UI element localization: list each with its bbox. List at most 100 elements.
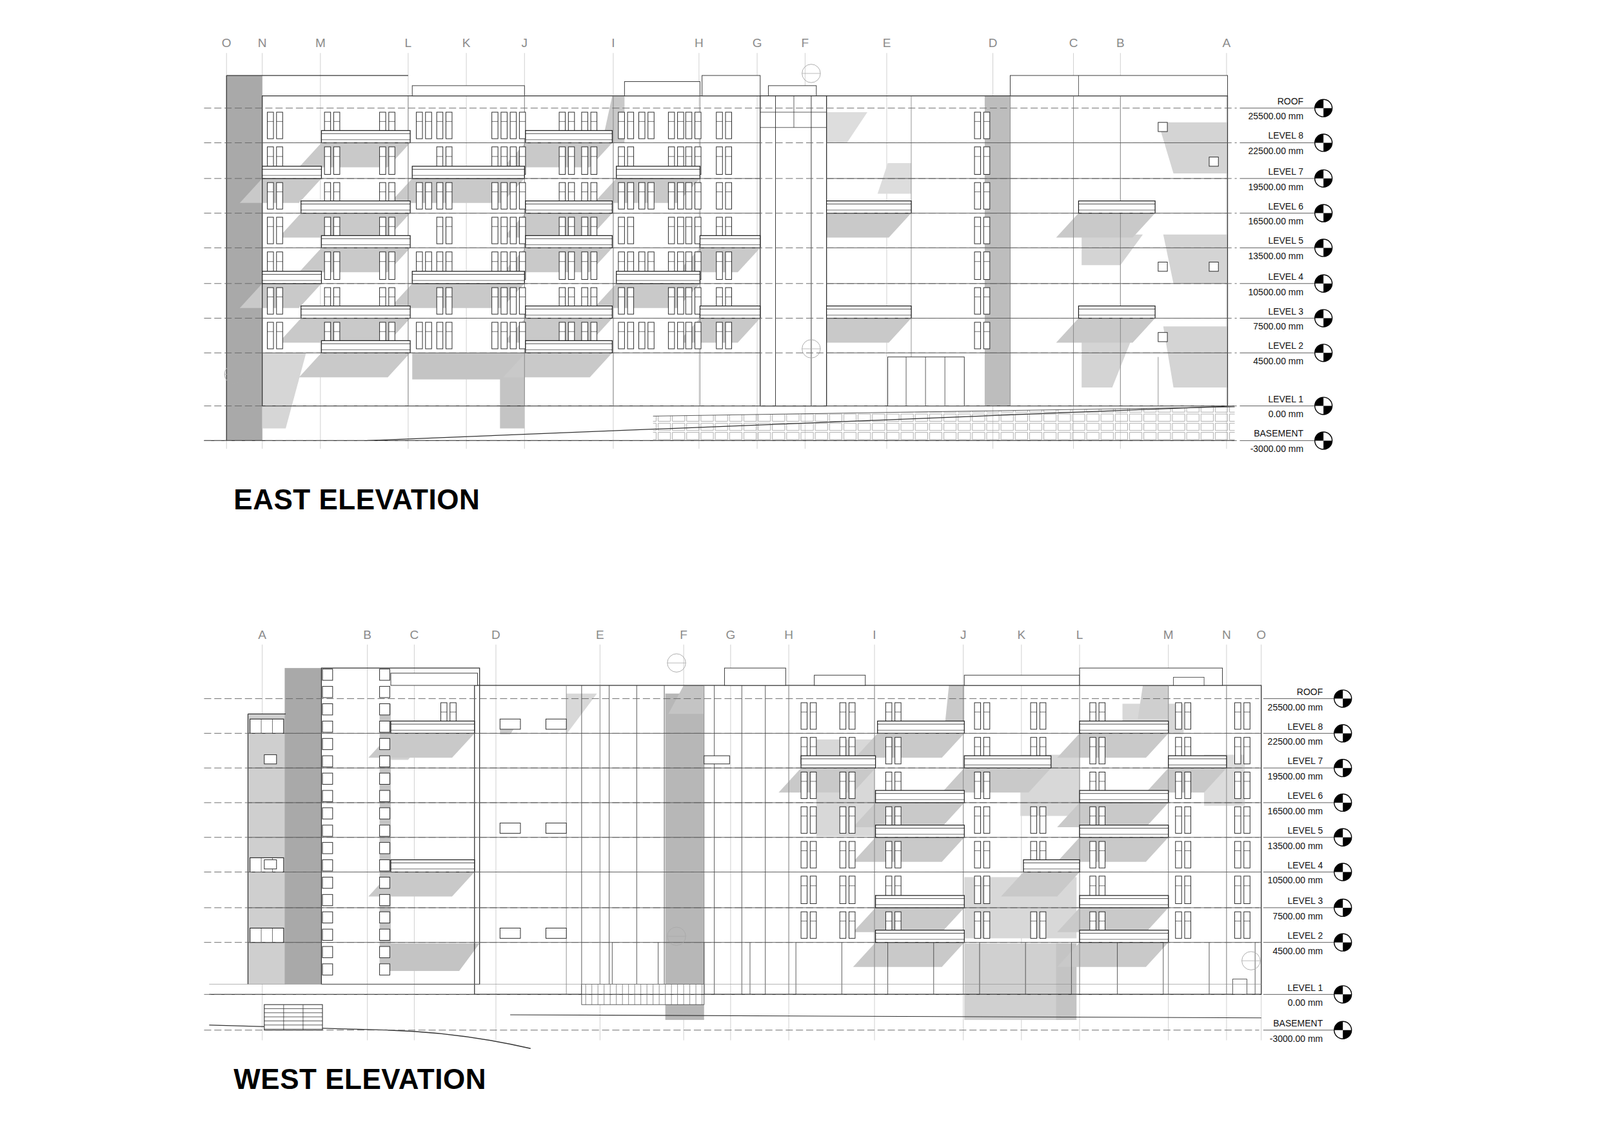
window-transom	[885, 711, 892, 713]
window	[322, 686, 333, 698]
window-transom	[1234, 780, 1241, 782]
window	[974, 771, 981, 799]
window-transom	[1030, 746, 1037, 748]
glazed-core	[760, 96, 827, 407]
window-transom	[695, 156, 702, 157]
level-marker	[1314, 204, 1324, 213]
window	[1234, 911, 1241, 939]
balcony	[699, 235, 760, 248]
window	[716, 322, 723, 349]
balcony-rail	[1023, 868, 1080, 870]
level-leader	[1239, 177, 1315, 179]
window-transom	[1089, 920, 1096, 922]
window	[1175, 771, 1182, 799]
window	[264, 755, 277, 765]
window	[1030, 806, 1037, 834]
grid-letter: O	[221, 36, 232, 50]
window	[1030, 911, 1037, 939]
window-transom	[695, 121, 702, 122]
grid-letter: J	[960, 628, 967, 642]
level-marker	[1334, 724, 1352, 743]
window-transom	[333, 331, 340, 333]
mullion	[764, 685, 766, 995]
level-marker	[1314, 169, 1333, 188]
window-transom	[425, 331, 432, 333]
balcony-rail	[826, 203, 912, 205]
window-transom	[627, 331, 634, 333]
window-transom	[677, 296, 684, 298]
balcony-rail	[616, 274, 701, 275]
mullion	[1071, 942, 1072, 996]
window	[639, 182, 645, 209]
window-transom	[1175, 746, 1182, 748]
window-transom	[983, 780, 990, 782]
window	[716, 147, 723, 175]
balcony-rail	[321, 133, 411, 135]
balcony	[250, 857, 284, 872]
window	[839, 702, 846, 730]
level-marker	[1334, 794, 1343, 803]
window-transom	[685, 191, 692, 193]
window	[1184, 911, 1191, 939]
window-transom	[1089, 885, 1096, 887]
window	[974, 147, 981, 175]
level-marker	[1323, 247, 1332, 257]
window-transom	[590, 156, 597, 157]
window	[800, 841, 807, 869]
balcony	[875, 930, 965, 943]
window-transom	[685, 156, 692, 157]
window-transom	[809, 711, 816, 713]
window	[983, 841, 990, 869]
level-line	[203, 802, 1259, 803]
window-transom	[590, 331, 597, 333]
entrance-glazing	[888, 357, 965, 407]
window-transom	[510, 261, 516, 262]
level-marker	[1342, 733, 1352, 742]
window	[839, 876, 846, 905]
window	[322, 669, 333, 681]
window-transom	[379, 296, 386, 298]
window	[510, 182, 516, 209]
window	[648, 322, 654, 349]
window	[1234, 876, 1241, 905]
window	[499, 719, 521, 730]
window	[695, 322, 702, 349]
window	[800, 911, 807, 939]
level-line	[203, 107, 1237, 109]
level-marker	[1342, 1030, 1352, 1039]
roof-structure	[390, 673, 478, 686]
balcony	[525, 340, 613, 353]
grid-letter: K	[1017, 628, 1027, 642]
window-transom	[725, 156, 732, 157]
window-transom	[895, 711, 901, 713]
level-line	[203, 212, 1237, 214]
window-transom	[974, 780, 981, 782]
window-transom	[1244, 746, 1250, 748]
window	[1244, 771, 1250, 799]
balcony-rail	[272, 719, 273, 734]
window	[379, 686, 391, 698]
window	[1158, 262, 1168, 272]
grid-line	[874, 644, 876, 1041]
grid-letter: C	[1069, 36, 1079, 50]
window	[648, 182, 654, 209]
window	[1244, 911, 1250, 939]
window	[885, 737, 892, 765]
level-name: LEVEL 1	[1286, 983, 1324, 993]
window	[322, 720, 333, 732]
mullion	[664, 685, 665, 995]
mullion	[841, 942, 843, 996]
balcony	[1079, 930, 1169, 943]
level-name: LEVEL 8	[1267, 130, 1304, 140]
balcony-rail	[525, 349, 613, 351]
window	[499, 928, 521, 939]
window	[974, 287, 981, 315]
balcony-rail	[875, 833, 965, 835]
roof-structure	[624, 81, 700, 97]
window-transom	[1098, 920, 1105, 922]
window-transom	[1098, 780, 1105, 782]
level-line	[203, 352, 1237, 354]
window-transom	[559, 121, 565, 122]
balcony	[1023, 860, 1080, 873]
level-name: LEVEL 6	[1267, 201, 1304, 211]
